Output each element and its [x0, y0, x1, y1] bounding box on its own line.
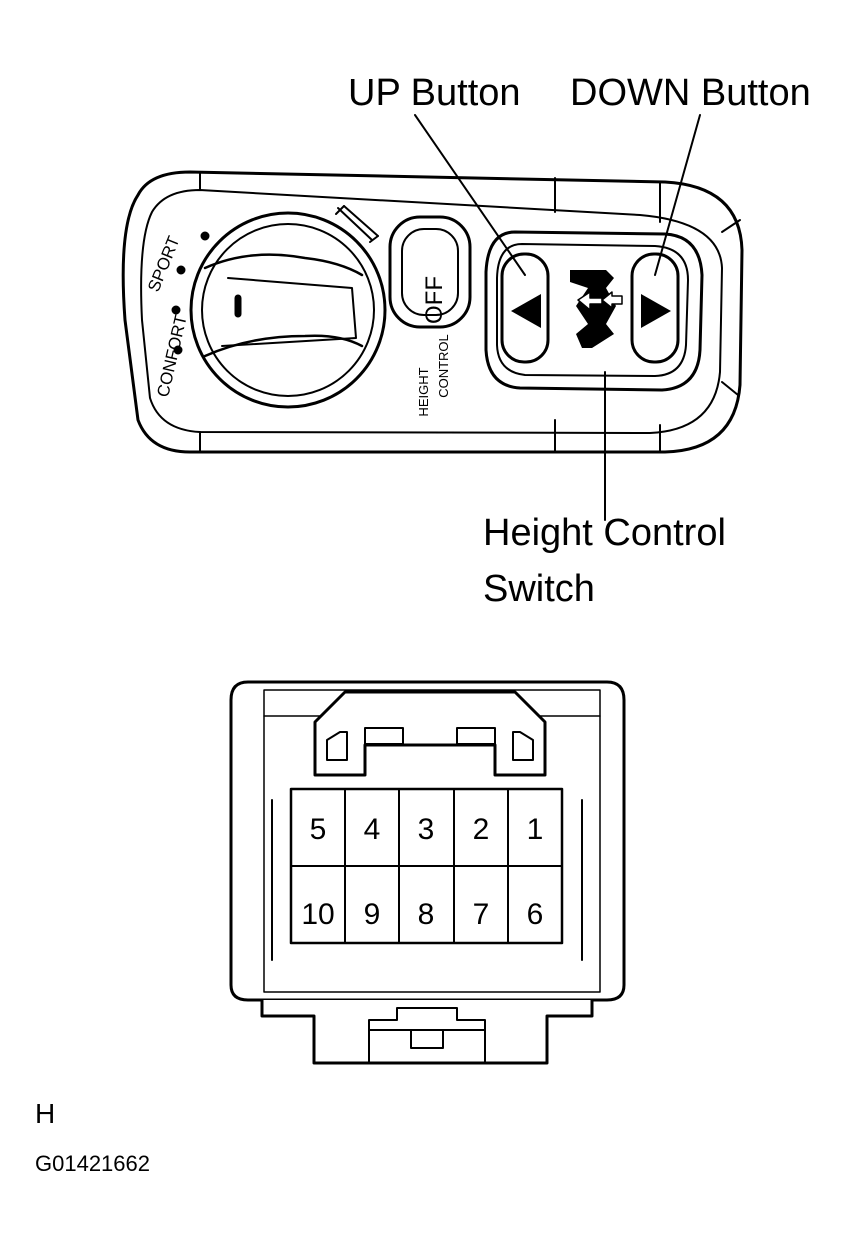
- pin-number: 10: [301, 898, 334, 931]
- off-button[interactable]: [388, 215, 472, 329]
- right-arrow-icon: [641, 294, 671, 328]
- pin-number: 7: [473, 898, 490, 931]
- lift-symbol-icon: [335, 205, 379, 243]
- mode-dot: [176, 265, 186, 275]
- mode-confort-label: CONFORT: [153, 313, 190, 399]
- pin-number: 1: [527, 813, 544, 846]
- up-leader-line: [414, 114, 526, 276]
- left-arrow-icon: [511, 294, 541, 328]
- switch-panel: [121, 170, 744, 454]
- height-control-switch-callout-line2: Switch: [483, 568, 595, 610]
- down-button[interactable]: [630, 252, 680, 364]
- figure-code: G01421662: [35, 1151, 150, 1176]
- pin-number: 8: [418, 898, 435, 931]
- down-button-callout: DOWN Button: [570, 72, 811, 114]
- mode-dot: [173, 345, 183, 355]
- pin-number: 6: [527, 898, 544, 931]
- leader-lines: [414, 114, 701, 521]
- height-control-switch[interactable]: [484, 230, 704, 392]
- car-height-icon: [570, 270, 623, 348]
- pin-number: 9: [364, 898, 381, 931]
- control-label: CONTROL: [436, 334, 451, 398]
- mode-dot: [171, 305, 181, 315]
- mode-sport-label: SPORT: [144, 233, 183, 294]
- pin-number: 5: [310, 813, 327, 846]
- footer-letter: H: [35, 1098, 56, 1129]
- off-button-label: OFF: [421, 276, 448, 324]
- pin-number: 3: [418, 813, 435, 846]
- mode-dot: [200, 231, 210, 241]
- pin-labels: 5 4 3 2 1 10 9 8 7 6: [301, 813, 543, 931]
- up-button-callout: UP Button: [348, 72, 521, 114]
- down-leader-line: [654, 114, 701, 276]
- connector: [229, 680, 626, 1065]
- up-button[interactable]: [500, 252, 550, 364]
- mode-dial[interactable]: [189, 211, 387, 409]
- pin-number: 4: [364, 813, 381, 846]
- height-label: HEIGHT: [416, 367, 431, 416]
- pin-number: 2: [473, 813, 490, 846]
